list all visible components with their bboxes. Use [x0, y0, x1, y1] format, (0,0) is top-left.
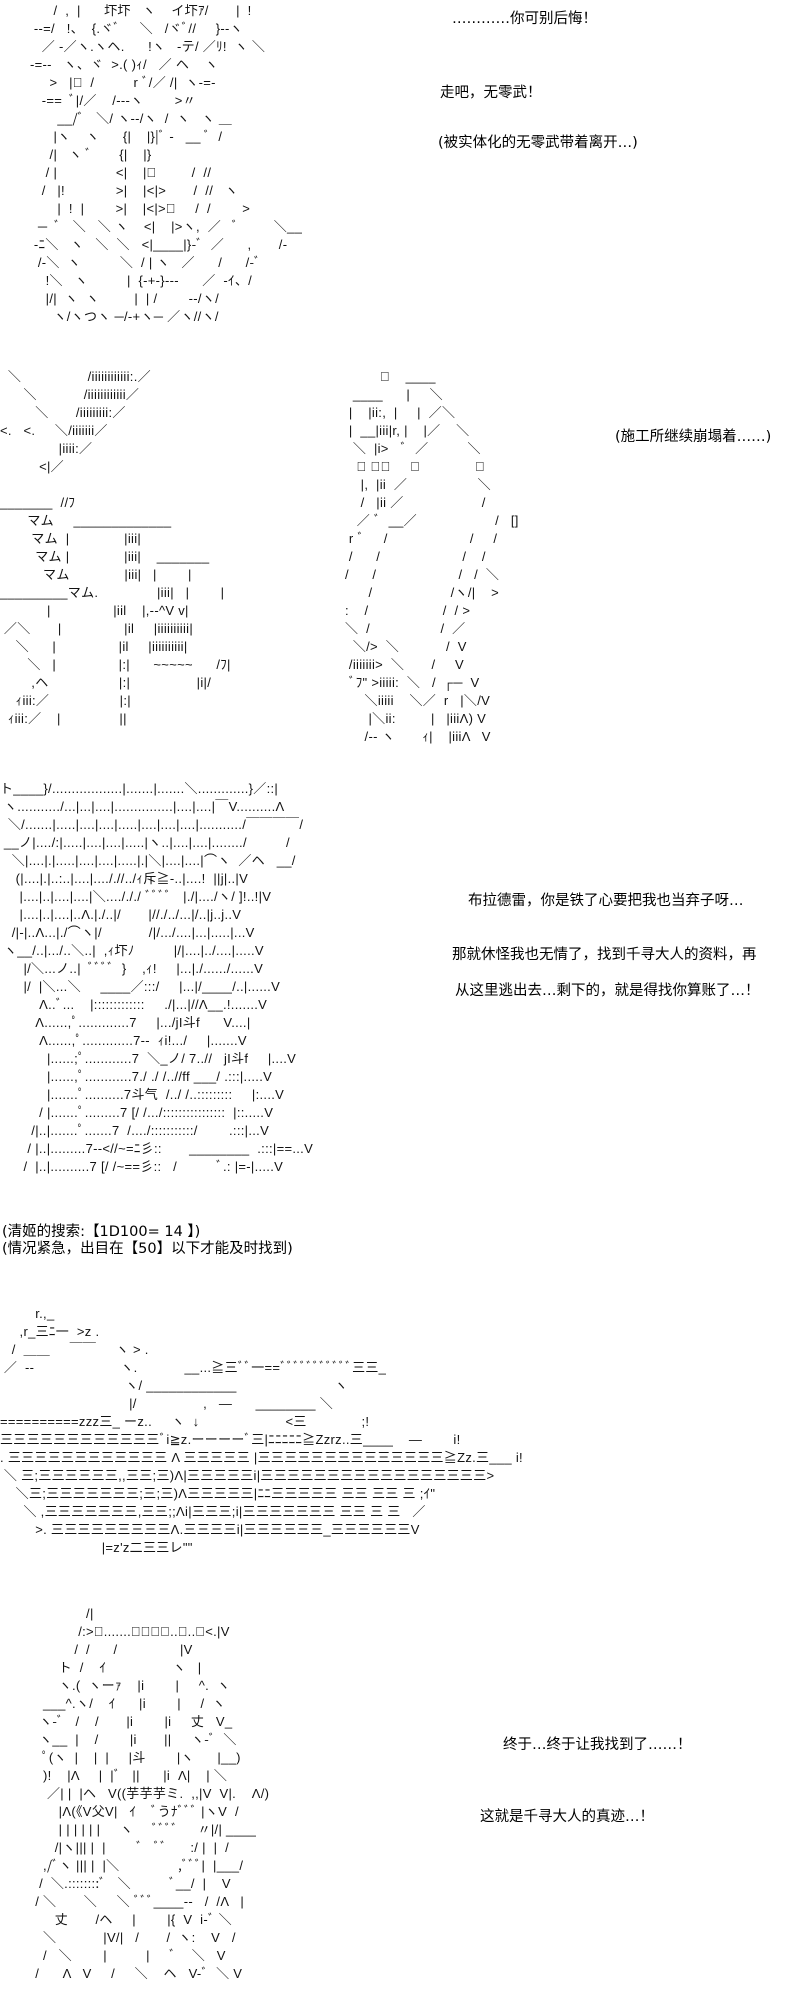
dialogue-line: 那就休怪我也无情了，找到千寻大人的资料，再	[452, 947, 757, 963]
ascii-art-collapsing-building: ＼ /iiiiiiiiiiii:.／ ＼ /iiiiiiiiiiii／ ＼ /i…	[0, 369, 231, 726]
dialogue-line: 终于…终于让我找到了……！	[503, 1737, 692, 1753]
ascii-art-character-reading: /| /:>ﾞ.......ﾞﾞﾞﾞ..ﾞ..ﾞ<.|V / / / |V ト …	[35, 1606, 270, 1981]
dialogue-line: 走吧，无零武！	[440, 85, 542, 101]
ascii-art-falling-debris: ﾞ ____ ____ | ＼ | |ii:, | | ／＼ | __|iii|…	[345, 369, 519, 744]
narration-line: (被实体化的无零武带着离开…)	[438, 135, 638, 151]
dialogue-line: 从这里逃出去…剩下的，就是得找你算账了…！	[455, 983, 760, 999]
ascii-art-character-summoning: / , | 圷圷 ヽ イ圷ｱ/ | ! --=/ !、 {.ヾﾞ ＼ /ヾﾞ//…	[30, 3, 303, 324]
narration-line: (施工所继续崩塌着……)	[615, 429, 772, 445]
ascii-art-paper-pile: r.,_ ,r_三ﾆ一 >z . / ＿＿ ￣￣ ヽ > . ／ -- ヽ. _…	[0, 1306, 523, 1555]
dice-roll-result: (清姬的搜索:【1D100= 14 】)	[2, 1224, 201, 1240]
dialogue-line: …………你可别后悔！	[452, 11, 597, 27]
ascii-art-character-in-archive: ト____}/..................|.......|......…	[0, 781, 314, 1174]
dice-roll-condition: (情况紧急，出目在【50】以下才能及时找到)	[2, 1241, 293, 1257]
dialogue-line: 布拉德雷，你是铁了心要把我也当弃子呀…	[468, 893, 744, 909]
dialogue-line: 这就是千寻大人的真迹…！	[480, 1809, 654, 1825]
